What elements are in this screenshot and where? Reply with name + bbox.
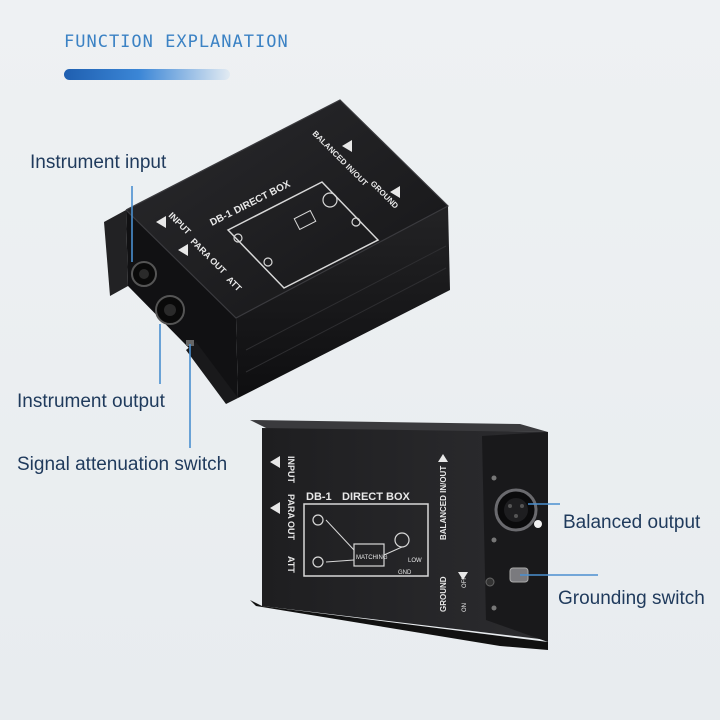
- top-device: DB-1 DIRECT BOX INPUT PARA OUT ATT BALAN…: [104, 99, 450, 404]
- bottom-device-model-label: DB-1: [306, 491, 332, 503]
- bottom-device: DB-1 DIRECT BOX MATCHING LOW GND INPUT P…: [250, 420, 548, 650]
- top-device-top-face: [126, 100, 448, 318]
- balanced-arrow-icon: [342, 140, 352, 152]
- bottom-device-name-label: DIRECT BOX: [342, 491, 411, 503]
- top-device-panel-outline: [226, 181, 380, 289]
- bottom-device-ground-label: GROUND: [439, 576, 448, 612]
- bottom-device-balanced-label: BALANCED IN/OUT: [439, 466, 448, 540]
- balanced-output-callout: Balanced output: [563, 512, 701, 533]
- attenuation-switch[interactable]: [186, 340, 194, 346]
- gnd-label: GND: [398, 570, 412, 576]
- bottom-para-out-arrow-icon: [270, 502, 280, 514]
- page-title: FUNCTION EXPLANATION: [64, 32, 289, 52]
- instrument-output-callout: Instrument output: [17, 391, 165, 412]
- top-device-front-side: [236, 206, 450, 398]
- bottom-balanced-arrow-icon: [438, 454, 448, 462]
- bottom-input-arrow-icon: [270, 456, 280, 468]
- off-label: OFF: [462, 576, 468, 588]
- bottom-device-panel-outline: [303, 503, 429, 577]
- ground-arrow-icon: [390, 186, 400, 198]
- grounding-switch-callout: Grounding switch: [558, 588, 705, 609]
- bottom-device-input-label: INPUT: [286, 456, 296, 484]
- bottom-device-end-panel: [482, 432, 548, 642]
- bottom-device-para-out-label: PARA OUT: [286, 494, 296, 541]
- para-out-arrow-icon: [178, 244, 188, 256]
- xlr-release-button[interactable]: [534, 520, 542, 528]
- bottom-ground-arrow-icon: [458, 572, 468, 580]
- low-label: LOW: [408, 558, 422, 564]
- bottom-device-att-label: ATT: [286, 556, 296, 573]
- instrument-input-callout: Instrument input: [30, 152, 167, 173]
- title-underline-bar: [64, 69, 230, 80]
- input-arrow-icon: [156, 216, 166, 228]
- on-label: ON: [462, 603, 468, 612]
- matching-label: MATCHING: [356, 555, 388, 561]
- signal-attenuation-switch-callout: Signal attenuation switch: [17, 454, 228, 475]
- callout-lines: [131, 186, 598, 576]
